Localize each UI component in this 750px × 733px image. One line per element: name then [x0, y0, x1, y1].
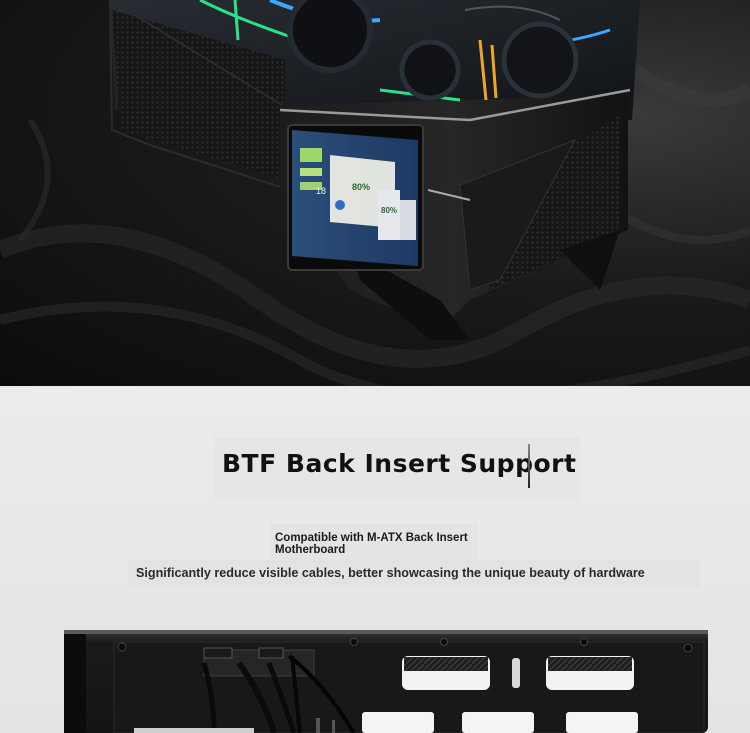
feature-title: BTF Back Insert Support	[222, 449, 577, 478]
feature-description: Significantly reduce visible cables, bet…	[136, 566, 645, 580]
feature-subtitle: Compatible with M-ATX Back Insert Mother…	[275, 532, 468, 556]
text-cursor-mark	[528, 444, 530, 488]
screen-cpu-readout: 80%	[352, 182, 371, 192]
pc-case-hero-image: 80% 80% 18	[0, 0, 750, 386]
case-interior-image	[64, 630, 708, 733]
subtitle-background	[270, 524, 478, 560]
screen-gpu-readout: 80%	[381, 206, 398, 215]
pc-case-illustration	[0, 0, 750, 386]
title-background	[214, 437, 580, 499]
screen-temp-readout: 18	[316, 186, 327, 196]
description-background	[128, 560, 700, 588]
